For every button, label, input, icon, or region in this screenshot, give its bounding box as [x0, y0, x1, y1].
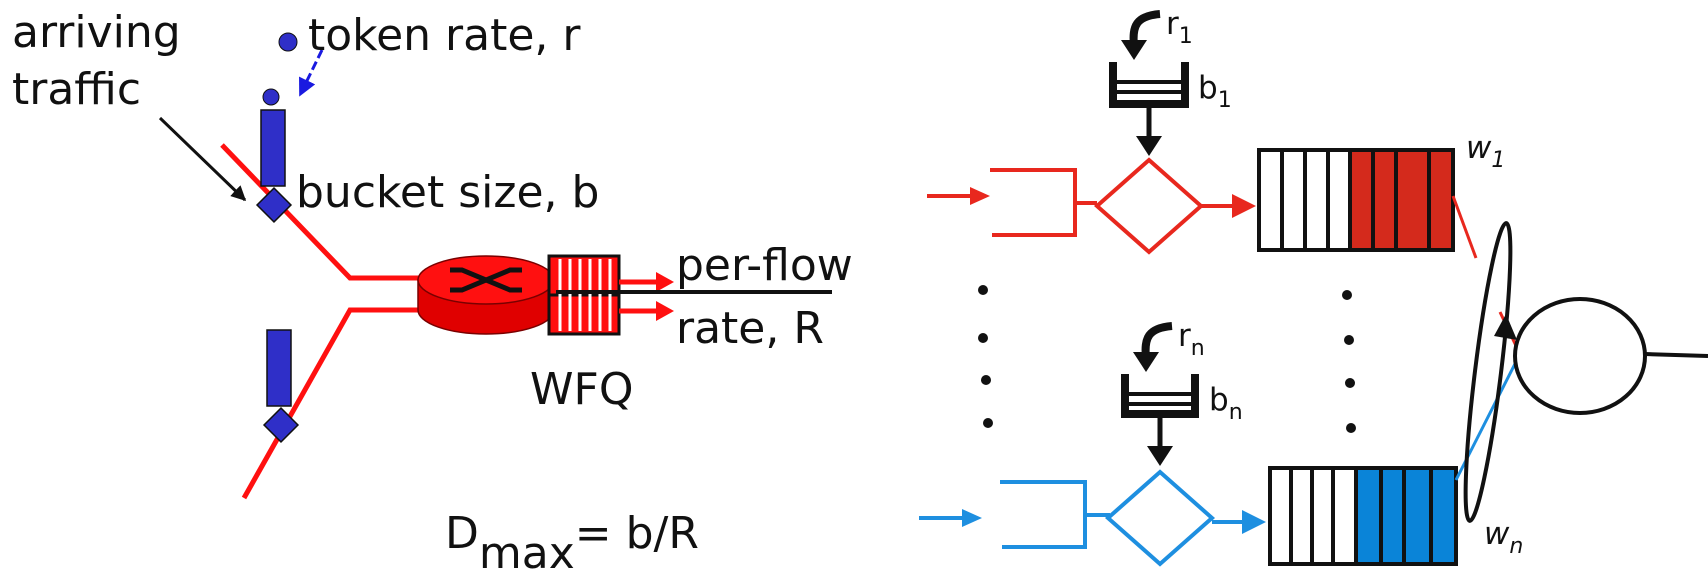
- flow-n-queue-icon: [1268, 466, 1458, 566]
- flow-n-input-arrowhead: [962, 509, 982, 527]
- rate-label-flow-1: r1: [1166, 6, 1193, 49]
- token-icon: [278, 32, 298, 52]
- flow-1-to-scheduler-link: [1451, 195, 1478, 259]
- arriving-traffic-arrow: [158, 116, 247, 202]
- flow-n-input-lines: [1000, 480, 1110, 549]
- output-link-line: [1644, 352, 1708, 358]
- output-arrowhead: [656, 272, 674, 292]
- regulator-to-queue-arrowhead: [1242, 510, 1266, 534]
- upper-input-link: [220, 143, 420, 281]
- dmax-subscript: max: [479, 528, 575, 579]
- token-rate-arrow: [298, 49, 324, 97]
- per-flow-rate-label: rate, R: [676, 303, 824, 354]
- flow-ellipsis-dots: [978, 285, 1356, 433]
- bucket-to-regulator-arrowhead: [1136, 136, 1162, 156]
- regulator-diamond: [255, 186, 293, 224]
- output-arrowhead: [656, 301, 674, 321]
- flow-n-regulator-diamond: [1104, 469, 1216, 567]
- flow-1-input-lines: [990, 168, 1097, 237]
- wfq-label: WFQ: [530, 364, 633, 415]
- output-link-server-circle: [1513, 297, 1647, 415]
- regulator-to-queue-arrowhead: [1232, 194, 1256, 218]
- flow-1-queue-icon: [1257, 148, 1455, 252]
- token-bucket-icon: [1109, 62, 1189, 108]
- arriving-traffic-label: traffic: [12, 64, 141, 115]
- right-panel: r1 b1 w1: [919, 6, 1708, 567]
- per-flow-rate-label: per-flow: [676, 240, 853, 291]
- flow-1-input-arrowhead: [970, 187, 990, 205]
- scheduler-loop-arrowhead: [1494, 314, 1517, 340]
- bucket-size-label: bucket size, b: [296, 167, 599, 218]
- token-inflow-arrowhead: [1121, 40, 1147, 60]
- token-bucket: [266, 329, 292, 407]
- flow-1-regulator-diamond: [1093, 157, 1205, 255]
- bucket-to-regulator-arrowhead: [1147, 446, 1173, 466]
- weight-label-flow-n: wn: [1484, 516, 1523, 559]
- rate-label-flow-n: rn: [1178, 318, 1205, 361]
- wfq-queue-icon: [547, 254, 621, 336]
- bucket-label-flow-1: b1: [1198, 70, 1232, 113]
- token-bucket-icon: [1121, 374, 1199, 418]
- dmax-formula: Dmax= b/R: [445, 508, 699, 579]
- regulator-diamond: [262, 406, 300, 444]
- token-icon: [262, 88, 280, 106]
- bucket-label-flow-n: bn: [1209, 382, 1243, 425]
- dmax-d: D: [445, 508, 479, 559]
- token-rate-label: token rate, r: [308, 10, 581, 61]
- token-inflow-arrowhead: [1133, 352, 1159, 372]
- router-icon: [417, 255, 555, 335]
- round-robin-scheduler-loop: [1463, 221, 1513, 523]
- left-panel: arriving traffic token rate, r bucket si…: [12, 7, 853, 579]
- token-bucket: [260, 109, 286, 187]
- dmax-equation: = b/R: [575, 508, 699, 559]
- weight-label-flow-1: w1: [1466, 130, 1505, 173]
- arriving-traffic-label: arriving: [12, 7, 181, 58]
